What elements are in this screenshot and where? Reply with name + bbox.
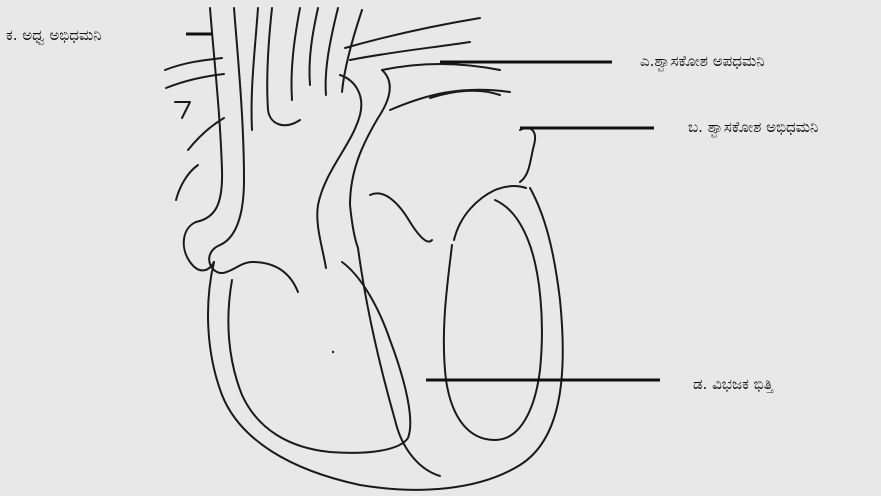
aorta-left-wall <box>252 8 258 130</box>
upper-right-vessel-lower <box>350 42 470 60</box>
label-vena-cava: ಕ. ಅಧ್ವ ಅಭಿಧಮನಿ <box>6 26 102 44</box>
pulmonary-branches-mid <box>430 91 500 98</box>
right-ventricle-chamber <box>228 262 410 453</box>
small-dot <box>332 351 334 353</box>
pulmonary-trunk-right <box>350 70 390 248</box>
superior-vena-cava-outline-inner <box>220 8 244 245</box>
label-pulmonary-artery: ಎ.ಶ್ವಾಸಕೋಶ ಅಪಧಮನಿ <box>640 52 765 70</box>
septum-line <box>358 248 440 476</box>
aorta-branch-3 <box>326 8 338 95</box>
aorta-branch-1 <box>291 8 300 100</box>
left-branch-vessel <box>165 58 222 70</box>
aorta-branch-4 <box>342 10 362 92</box>
lower-left-branch-b <box>176 165 198 200</box>
left-atrium-wall-right <box>454 186 526 240</box>
heart-outer-wall <box>208 188 563 490</box>
label-pulmonary-vein: ಬ. ಶ್ವಾಸಕೋಶ ಅಭಿಧಮನಿ <box>688 118 818 136</box>
aorta-right-wall <box>267 8 300 125</box>
superior-vena-cava-outline <box>196 8 222 222</box>
label-septum: ಡ. ವಿಭಜಕ ಭಿತ್ತಿ <box>693 375 773 393</box>
pulmonary-vein-loop <box>520 128 535 182</box>
aorta-branch-2 <box>309 8 318 85</box>
left-atrium-wall <box>370 193 432 241</box>
pulmonary-branches <box>382 64 500 70</box>
right-atrium-inner <box>209 245 298 292</box>
small-tick-mark <box>175 102 190 118</box>
left-ventricle-chamber <box>444 200 542 440</box>
